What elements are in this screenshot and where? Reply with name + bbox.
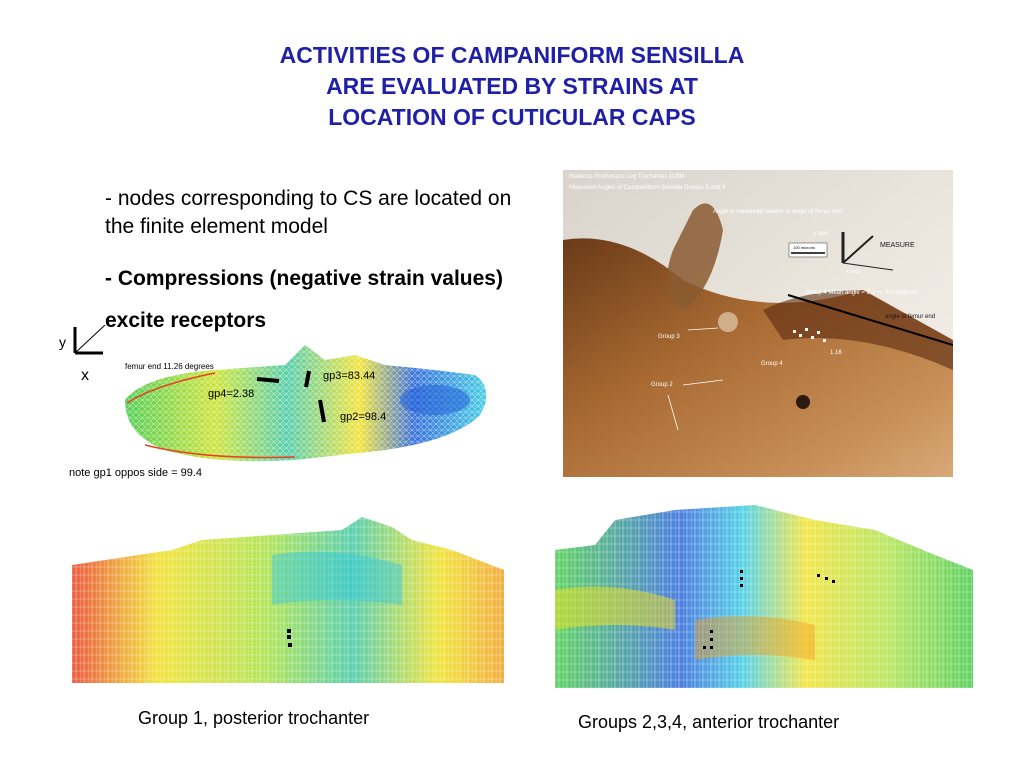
marker-femur [256, 377, 280, 383]
gp4-label: gp4=2.38 [208, 388, 254, 400]
photo-title-2: Measured Angles of Campaniform Sensilla … [569, 185, 726, 191]
title-line-3: LOCATION OF CUTICULAR CAPS [328, 104, 696, 130]
photo-group4: Group 4 [761, 361, 783, 367]
caption-groups234: Groups 2,3,4, anterior trochanter [578, 712, 840, 732]
photo-femur-angle: angle of femur end [885, 314, 935, 320]
title-line-1: ACTIVITIES OF CAMPANIFORM SENSILLA [279, 42, 745, 68]
measure-angle-glyph [841, 232, 894, 271]
femur-end-line [787, 294, 953, 346]
photo-group3: Group 3 [658, 334, 680, 340]
gp3-label: gp3=83.44 [323, 370, 375, 382]
group4-dots [793, 328, 826, 342]
trochanter-photo: Blaberus Prothoracic Leg Trochanter 1139… [563, 170, 953, 477]
photo-measure: MEASURE [880, 242, 915, 249]
photo-group2: Group 2 [651, 382, 673, 388]
gp1-note: note gp1 oppos side = 99.4 [69, 467, 202, 479]
marker-gp2 [318, 399, 326, 423]
photo-num: 1.16 [830, 350, 842, 356]
photo-title-1: Blaberus Prothoracic Leg Trochanter 1139… [569, 174, 685, 180]
bullet-nodes: - nodes corresponding to CS are located … [105, 187, 512, 238]
bullet-compressions: - Compressions (negative strain values) … [105, 267, 503, 332]
gp2-label: gp2=98.4 [340, 411, 386, 423]
mesh-group1 [72, 517, 504, 683]
title-line-2: ARE EVALUATED BY STRAINS AT [326, 73, 698, 99]
axis-y-label: y [59, 334, 66, 350]
photo-angle-note: Angle is measured relative to angle of f… [713, 209, 842, 215]
photo-y-axis: y axis [813, 231, 828, 237]
caption-group1: Group 1, posterior trochanter [138, 708, 370, 728]
femur-end-label: femur end 11.26 degrees [125, 362, 214, 371]
groups234-caps [703, 570, 835, 649]
mesh-groups-234 [555, 505, 973, 688]
slide-title: ACTIVITIES OF CAMPANIFORM SENSILLA ARE E… [112, 40, 912, 133]
fem-mesh [125, 345, 487, 462]
axis-x-label: x [81, 367, 89, 384]
group1-caps [287, 629, 292, 647]
axis-glyph: y x [59, 325, 106, 384]
marker-gp3 [304, 370, 311, 388]
photo-mean-angle: Group 4 Mean angle = 3.2 +/- 5.3 degrees [805, 290, 917, 296]
fem-model-figure: y x femur end 11.26 degrees gp3=83.44 gp… [59, 325, 487, 479]
photo-scale-bar: 100 microns [793, 245, 815, 250]
photo-x-axis: x axis [846, 269, 861, 275]
